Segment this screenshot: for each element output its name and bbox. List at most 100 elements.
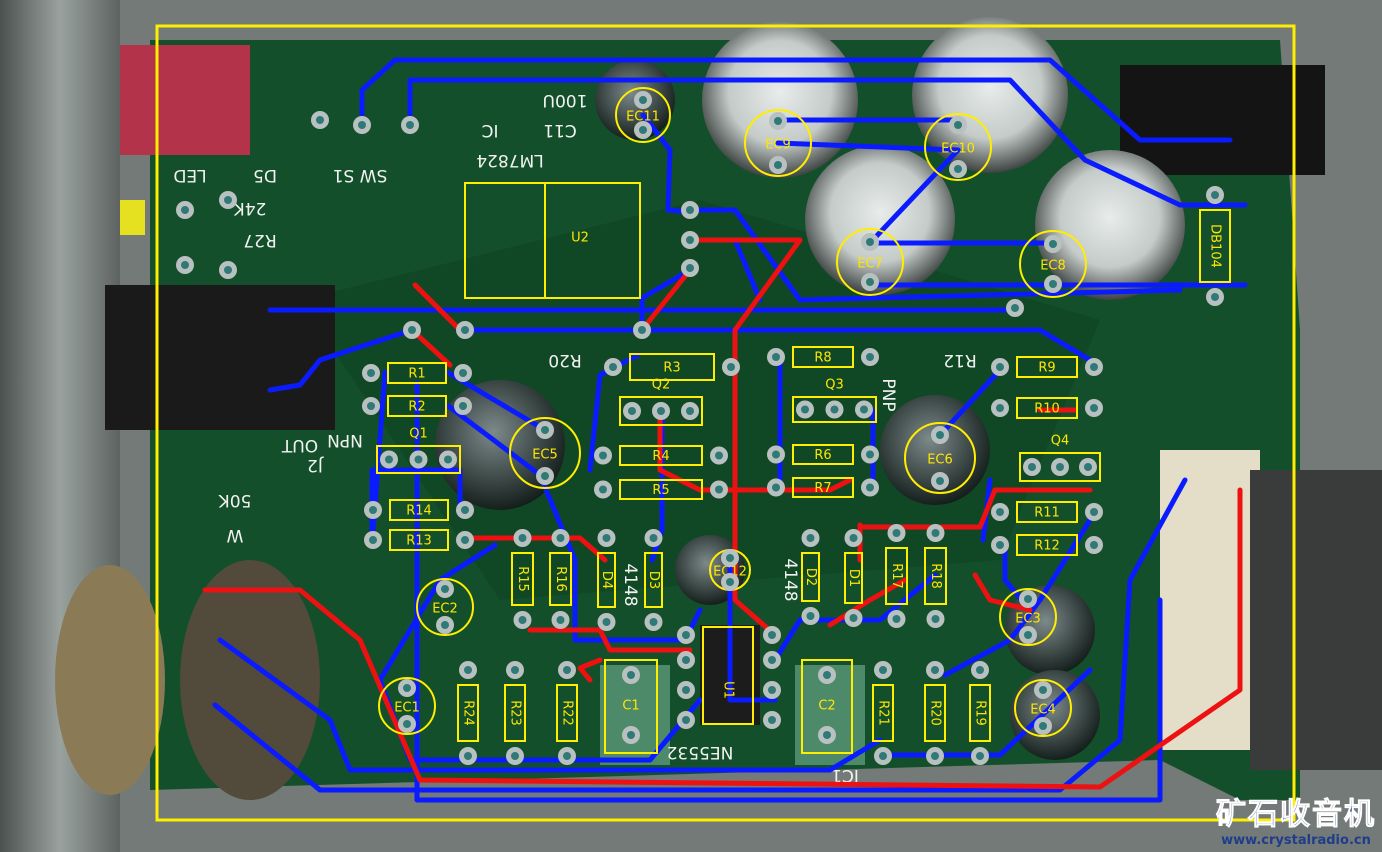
bottom-layer-trace xyxy=(697,477,853,493)
pad xyxy=(409,450,428,469)
part-outline-d2 xyxy=(801,552,820,602)
silkscreen-j2: J2 xyxy=(307,455,324,475)
part-outline-d4 xyxy=(597,552,616,608)
pad xyxy=(991,536,1009,554)
pad xyxy=(644,529,663,547)
transistor-outline-q1 xyxy=(376,445,461,474)
pad xyxy=(931,426,949,444)
pad xyxy=(1085,536,1103,554)
label-ec2: EC2 xyxy=(432,602,458,617)
resistor-outline-r14 xyxy=(389,499,449,521)
pad xyxy=(1034,681,1052,699)
capacitor-outline-ec1_top xyxy=(615,87,671,143)
label-ec8: EC8 xyxy=(1040,259,1066,274)
resistor-outline-r9 xyxy=(1016,356,1078,378)
pad xyxy=(398,679,416,697)
capacitor-outline-c2 xyxy=(801,659,853,754)
pad xyxy=(677,651,695,669)
pad xyxy=(622,726,640,744)
pad xyxy=(887,524,906,542)
label-d1: D1 xyxy=(846,569,861,587)
pad xyxy=(454,397,472,415)
resistor-outline-r2 xyxy=(387,395,447,417)
top-layer-trace xyxy=(267,327,415,393)
pad xyxy=(551,529,570,547)
label-d3: D3 xyxy=(646,571,661,589)
pad xyxy=(551,611,570,629)
label-r14: R14 xyxy=(406,504,432,519)
silkscreen-npn: NPN xyxy=(327,430,363,450)
pad xyxy=(362,397,380,415)
pad xyxy=(513,529,532,547)
resistor-outline-r7 xyxy=(792,477,854,498)
pad xyxy=(594,446,612,465)
pad xyxy=(763,681,781,699)
pad xyxy=(874,747,892,765)
label-r10: R10 xyxy=(1034,402,1060,417)
pad xyxy=(1006,299,1024,317)
pad xyxy=(604,358,622,376)
silkscreen-ne5532: NE5532 xyxy=(667,742,734,762)
silkscreen-d4148a: 4148 xyxy=(620,563,640,606)
pad xyxy=(456,321,474,339)
pad xyxy=(536,421,554,439)
label-r9: R9 xyxy=(1038,361,1055,376)
big-capacitor xyxy=(912,17,1068,173)
top-layer-trace xyxy=(687,207,1183,303)
top-layer-trace xyxy=(640,112,693,215)
pad xyxy=(677,681,695,699)
pad xyxy=(991,358,1009,376)
pad xyxy=(767,445,785,464)
top-layer-trace xyxy=(727,557,778,703)
pad xyxy=(558,661,576,679)
label-r5: R5 xyxy=(652,483,669,498)
label-r19: R19 xyxy=(973,700,988,726)
pad xyxy=(861,478,879,497)
label-r6: R6 xyxy=(814,448,831,463)
label-r7: R7 xyxy=(814,481,831,496)
pad xyxy=(949,160,967,178)
potentiometer-body xyxy=(55,565,165,795)
capacitor-outline-ec10 xyxy=(924,113,992,181)
transistor-outline-q4 xyxy=(1019,452,1101,482)
led xyxy=(120,200,145,235)
part-outline-d3 xyxy=(644,552,663,608)
pad xyxy=(1044,275,1062,293)
resistor-outline-r6 xyxy=(792,444,854,465)
label-q1: Q1 xyxy=(409,427,428,442)
pad xyxy=(677,626,695,644)
resistor-outline-r13 xyxy=(389,529,449,551)
pad xyxy=(364,501,382,519)
pad xyxy=(597,529,616,547)
transistor-outline-q2 xyxy=(619,396,703,426)
label-r24: R24 xyxy=(461,700,476,726)
pad xyxy=(380,450,398,469)
pad xyxy=(861,233,879,251)
silkscreen-w: W xyxy=(226,525,243,545)
label-r12: R12 xyxy=(1034,539,1060,554)
pad xyxy=(398,715,416,733)
pad xyxy=(855,400,873,419)
small-capacitor xyxy=(880,395,990,505)
part-outline-r22 xyxy=(556,684,578,742)
silkscreen-out: OUT xyxy=(281,435,318,455)
pad xyxy=(634,91,652,109)
big-capacitor xyxy=(702,22,858,178)
label-db104: DB104 xyxy=(1208,224,1223,268)
pad xyxy=(861,273,879,291)
label-r20: R20 xyxy=(928,700,943,726)
top-layer-trace xyxy=(359,57,1233,143)
part-outline-r18 xyxy=(924,547,947,605)
part-outline-r15 xyxy=(511,552,534,606)
bottom-layer-trace xyxy=(639,267,693,333)
small-capacitor xyxy=(1010,670,1100,760)
ic-outline-u1 xyxy=(702,626,754,725)
pad xyxy=(219,191,237,209)
pad xyxy=(594,480,612,499)
pad xyxy=(506,747,524,765)
top-layer-trace xyxy=(212,477,1188,793)
pad xyxy=(353,116,371,134)
label-q4: Q4 xyxy=(1051,434,1070,449)
pad xyxy=(622,666,640,684)
